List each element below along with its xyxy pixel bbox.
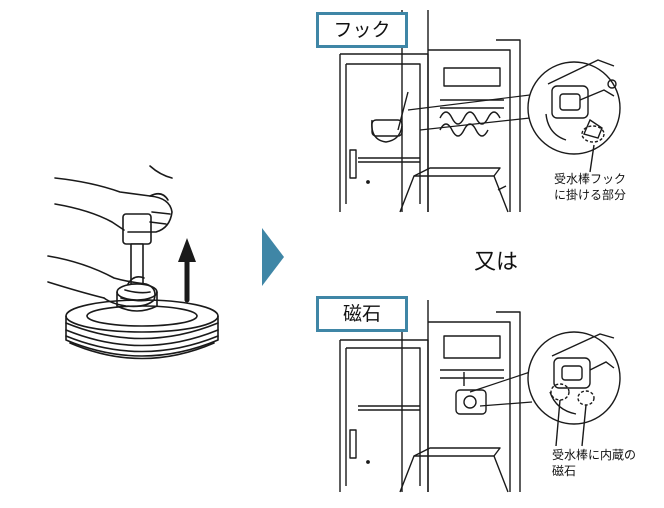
lift-arrow-icon bbox=[178, 238, 196, 303]
magnet-callout-line1: 受水棒に内蔵の bbox=[552, 448, 637, 462]
magnet-label: 磁石 bbox=[316, 296, 408, 332]
hook-callout-line2: に掛ける部分 bbox=[554, 188, 627, 202]
hook-label: フック bbox=[316, 12, 408, 48]
magnet-callout-line2: 磁石 bbox=[552, 464, 577, 478]
magnet-unit bbox=[339, 300, 537, 493]
hook-callout-line1: 受水棒フック bbox=[554, 172, 627, 186]
magnet-zoom-circle bbox=[527, 331, 621, 447]
chevron-right-icon bbox=[262, 228, 284, 286]
drain-tray bbox=[65, 299, 219, 360]
hook-zoom-circle bbox=[527, 59, 621, 173]
or-label: 又は bbox=[474, 250, 519, 275]
lower-hand bbox=[47, 255, 156, 308]
upper-hand bbox=[54, 165, 173, 233]
lift-illustration bbox=[47, 165, 219, 360]
